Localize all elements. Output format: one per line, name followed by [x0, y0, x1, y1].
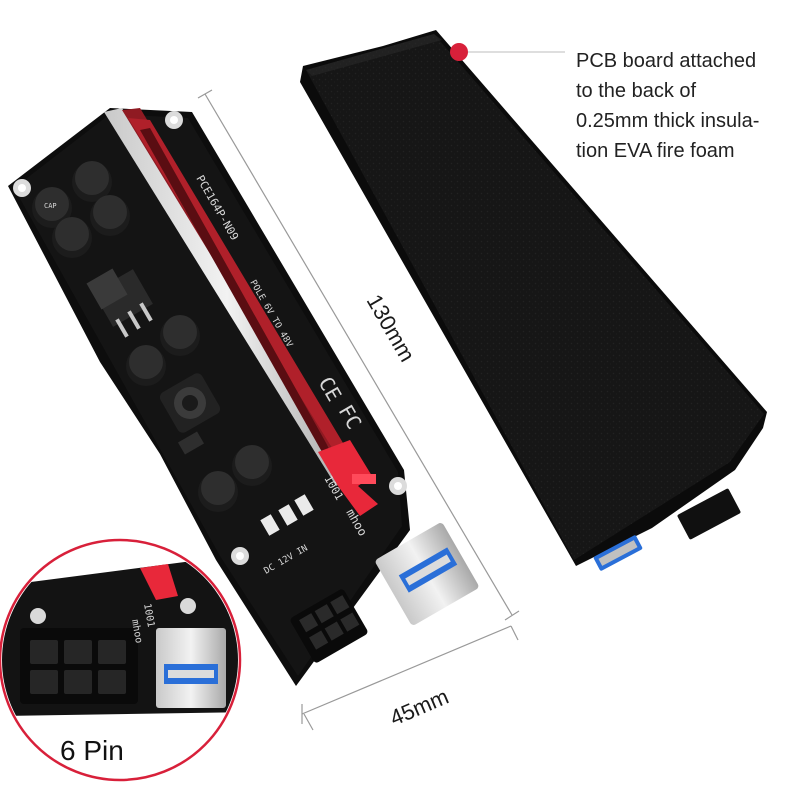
inset-label: 6 Pin	[60, 735, 124, 766]
six-pin-power-connector	[290, 589, 368, 663]
foam-callout-text: PCB board attached to the back of 0.25mm…	[576, 46, 759, 166]
inset-detail: 1001 mhoo 6 Pin	[0, 538, 242, 782]
length-dimension-label: 130mm	[362, 290, 420, 366]
smd-components	[177, 431, 314, 536]
usb3-port	[375, 523, 479, 625]
callout-line-3: 0.25mm thick insula-	[576, 110, 760, 132]
inductor-coil	[159, 373, 221, 433]
inset-six-pin-connector	[20, 628, 138, 704]
pcie-x16-slot	[104, 108, 354, 486]
inset-revision-marking: 1001	[141, 603, 156, 629]
inset-usb-port	[156, 628, 226, 708]
foam-side-6pin-connector	[677, 488, 741, 540]
capacitors: CAP	[32, 161, 272, 512]
inset-brand-marking: mhoo	[129, 619, 144, 645]
callout-pointer	[450, 43, 565, 61]
mounting-holes	[13, 111, 407, 565]
eva-foam-board	[300, 30, 767, 571]
svg-text:CAP: CAP	[44, 202, 57, 210]
slot-retention-clip	[318, 440, 378, 516]
callout-line-1: PCB board attached	[576, 50, 757, 72]
callout-line-4: tion EVA fire foam	[576, 140, 735, 162]
riser-pcb-board: CAP	[8, 108, 479, 686]
width-dimension-label: 45mm	[386, 684, 452, 731]
callout-line-2: to the back of	[576, 80, 697, 102]
voltage-regulator	[86, 268, 153, 338]
